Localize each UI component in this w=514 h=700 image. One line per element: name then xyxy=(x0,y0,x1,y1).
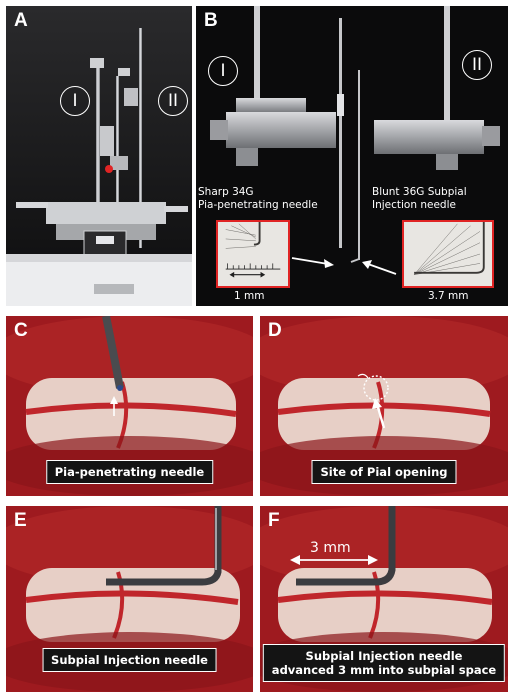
panel-f-measure: 3 mm xyxy=(310,540,351,556)
panel-b-label-left: I xyxy=(208,56,238,86)
panel-b-letter: B xyxy=(204,10,218,31)
panel-a-label-left: I xyxy=(60,86,90,116)
panel-c-letter: C xyxy=(14,320,28,341)
panel-c: C Pia-penetrating needle xyxy=(6,316,253,496)
panel-a: A I II xyxy=(6,6,192,306)
panel-f-caption: Subpial Injection needle advanced 3 mm i… xyxy=(262,644,506,682)
panel-a-letter: A xyxy=(14,10,28,31)
panel-a-label-right: II xyxy=(158,86,188,116)
panel-b-label-right: II xyxy=(462,50,492,80)
panel-b: B I II Sharp 34G Pia-penetrating needle … xyxy=(196,6,508,306)
panel-d-letter: D xyxy=(268,320,282,341)
panel-f-letter: F xyxy=(268,510,280,531)
panel-d: D Site of Pial opening xyxy=(260,316,508,496)
panel-c-caption: Pia-penetrating needle xyxy=(45,460,214,484)
panel-e-caption: Subpial Injection needle xyxy=(42,648,217,672)
sharp-inset-scale: 1 mm xyxy=(234,290,265,302)
blunt-inset-scale: 3.7 mm xyxy=(428,290,469,302)
sharp-needle-magnified xyxy=(218,222,288,286)
panel-e: E Subpial Injection needle xyxy=(6,506,253,692)
sharp-needle-inset xyxy=(216,220,290,288)
panel-e-letter: E xyxy=(14,510,27,531)
blunt-needle-inset xyxy=(402,220,494,288)
blunt-needle-label: Blunt 36G Subpial Injection needle xyxy=(372,186,467,211)
blunt-needle-magnified xyxy=(404,222,492,286)
sharp-needle-label: Sharp 34G Pia-penetrating needle xyxy=(198,186,318,211)
stereotaxic-frame-photo xyxy=(6,6,192,306)
panel-f: F 3 mm Subpial Injection needle advanced… xyxy=(260,506,508,692)
panel-d-caption: Site of Pial opening xyxy=(311,460,457,484)
